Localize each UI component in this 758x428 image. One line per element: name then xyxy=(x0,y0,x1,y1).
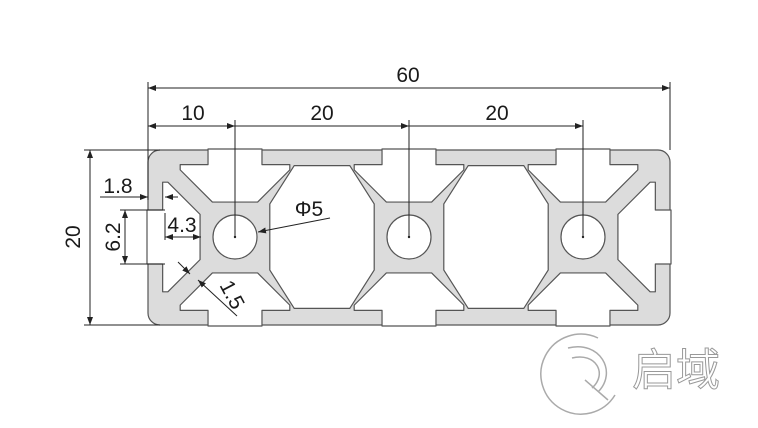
dim-pitch-third: 20 xyxy=(485,102,508,125)
bottom-t-slot xyxy=(527,272,639,327)
bottom-t-slot xyxy=(353,272,465,327)
inner-cavity xyxy=(443,165,549,309)
dim-height: 20 xyxy=(62,225,85,248)
dim-overall-width: 60 xyxy=(396,64,419,87)
dim-wall: 1.8 xyxy=(103,175,132,198)
dimension-lines xyxy=(84,82,671,326)
dim-pitch-second: 20 xyxy=(310,102,333,125)
logo-text: 启域 xyxy=(632,345,720,396)
right-t-slot xyxy=(617,181,672,293)
dim-hole: Φ5 xyxy=(295,198,323,221)
dim-pitch-first: 10 xyxy=(181,102,204,125)
bottom-t-slot xyxy=(179,272,291,327)
dim-slot-depth: 4.3 xyxy=(167,214,196,237)
dim-slot-opening: 6.2 xyxy=(102,222,125,251)
q-swirl-logo-icon xyxy=(540,333,616,415)
inner-cavity xyxy=(269,165,375,309)
